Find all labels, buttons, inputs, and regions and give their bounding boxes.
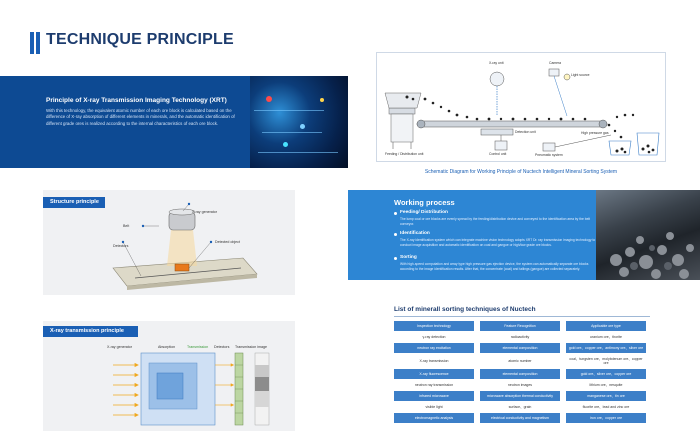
table-cell: infrared microwave <box>394 391 474 401</box>
xrt-decor-dot <box>283 142 288 147</box>
table-cell: electromagnetic analysis <box>394 413 474 423</box>
schematic-label-control-unit: Control unit <box>489 152 507 156</box>
table-cell: microwave absorption thermal conductivit… <box>480 391 560 401</box>
working-process-title: Working process <box>394 198 455 207</box>
xray-transmission-title: X-ray transmission principle <box>50 328 124 334</box>
schematic-label-feeding-unit: Feeding / Distribution unit <box>385 152 424 156</box>
step-bullet-icon <box>394 212 397 215</box>
page-title: TECHNIQUE PRINCIPLE <box>46 31 234 48</box>
ore-pile-image <box>610 232 694 279</box>
xrt-decor-dot <box>300 124 305 129</box>
schematic-label-pneumatic-system: Pneumatic system <box>535 153 563 157</box>
schematic-caption: Schematic Diagram for Working Principle … <box>424 169 618 175</box>
table-cell: elemental composition <box>480 343 560 353</box>
xray-label-transmission: Transmission <box>187 345 209 349</box>
structure-principle-title: Structure principle <box>50 199 99 205</box>
table-cell: γ-ray detection <box>422 335 446 339</box>
table-cell: X-ray fluorescence <box>394 369 474 379</box>
xrt-decor-dot <box>266 96 272 102</box>
table-cell: uranium ore、thorite <box>590 335 622 339</box>
title-accent-bar <box>36 32 40 54</box>
xray-transmission-tab <box>43 326 138 337</box>
xray-label-absorption: Absorption <box>158 345 176 349</box>
table-cell: X-ray transmission <box>419 359 449 363</box>
step-heading-sorting: Sorting <box>400 255 417 260</box>
working-process-photo <box>596 190 700 280</box>
table-header-ore-type: Applicable ore type <box>566 321 646 331</box>
xray-label-generator: X-ray generator <box>107 345 132 349</box>
table-cell: atomic number <box>508 359 532 363</box>
step-bullet-icon <box>394 233 397 236</box>
xrt-banner <box>0 76 348 168</box>
schematic-illustration <box>384 68 660 156</box>
xrt-banner-image <box>250 76 348 168</box>
xray-label-image: Transmission image <box>235 345 268 349</box>
xrt-decor-line <box>254 110 324 111</box>
table-cell: gold ore、copper ore、antimony ore、silver … <box>566 343 646 353</box>
structure-label-detected-object: Detected object <box>215 240 240 244</box>
table-header-technology: Inspection technology <box>394 321 474 331</box>
step-bullet-icon <box>394 257 397 260</box>
table-cell: coal、tungsten ore、molybdenum ore、copper … <box>569 357 643 365</box>
structure-principle-tab <box>43 197 105 208</box>
title-accent-bar <box>30 32 34 54</box>
xray-transmission-illustration <box>113 352 270 426</box>
schematic-label-camera: Camera <box>549 61 562 65</box>
techniques-title: List of minerall sorting techniques of N… <box>394 306 536 313</box>
techniques-divider <box>394 316 650 317</box>
table-cell: iron ore、copper ore <box>566 413 646 423</box>
table-cell: neutron ray excitation <box>394 343 474 353</box>
xrt-heading: Principle of X-ray Transmission Imaging … <box>46 97 227 104</box>
step-desc-identification: The X-ray identification system which ca… <box>400 238 596 247</box>
table-cell: neutron ray transmission <box>414 383 454 387</box>
structure-label-belt: Belt <box>123 224 130 228</box>
xrt-decor-line <box>262 132 322 133</box>
table-header-feature: Feature Recognition <box>480 321 560 331</box>
step-heading-identification: Identification <box>400 231 430 236</box>
structure-label-detectors: Detectors <box>113 244 129 248</box>
xray-label-detectors: Detectors <box>214 345 230 349</box>
schematic-label-xray-unit: X-ray unit <box>489 61 504 65</box>
structure-label-xray-generator: X-ray generator <box>192 210 217 214</box>
schematic-label-high-pressure-gas: High pressure gas <box>581 131 609 135</box>
table-cell: fluorite ore、lead and zinc ore <box>582 405 630 409</box>
xray-transmission-panel: X-ray generator Absorption Transmission … <box>43 321 295 431</box>
xrt-decor-line <box>258 152 338 153</box>
step-heading-feeding: Feeding/ Distribution <box>400 210 448 215</box>
schematic-diagram: X-ray unit Camera Light source Detection… <box>376 52 666 162</box>
table-cell: radioactivity <box>510 335 530 339</box>
structure-panel: X-ray generator Belt Detectors Detected … <box>43 190 295 295</box>
table-cell: surface、grain <box>508 405 532 409</box>
step-desc-feeding: The lump coal or ore blocks are evenly s… <box>400 217 591 226</box>
step-desc-sorting: With high-speed computation and array ty… <box>400 262 589 271</box>
table-cell: manganese ore、tin ore <box>566 391 646 401</box>
xrt-description: With this technology, the equivalent ato… <box>46 108 235 126</box>
schematic-label-detection-unit: Detection unit <box>515 130 536 134</box>
table-cell: neutron images <box>507 383 533 387</box>
table-cell: elemental composition <box>480 369 560 379</box>
table-cell: visible light <box>425 405 443 409</box>
structure-illustration <box>112 202 258 290</box>
table-cell: gold ore、silver ore、copper ore <box>566 369 646 379</box>
schematic-label-light-source: Light source <box>571 73 590 77</box>
xrt-decor-dot <box>320 98 324 102</box>
table-cell: lithium ore、nesquite <box>589 383 623 387</box>
table-cell: electrical conductivity and magnetism <box>480 413 560 423</box>
working-process-panel <box>348 190 606 280</box>
